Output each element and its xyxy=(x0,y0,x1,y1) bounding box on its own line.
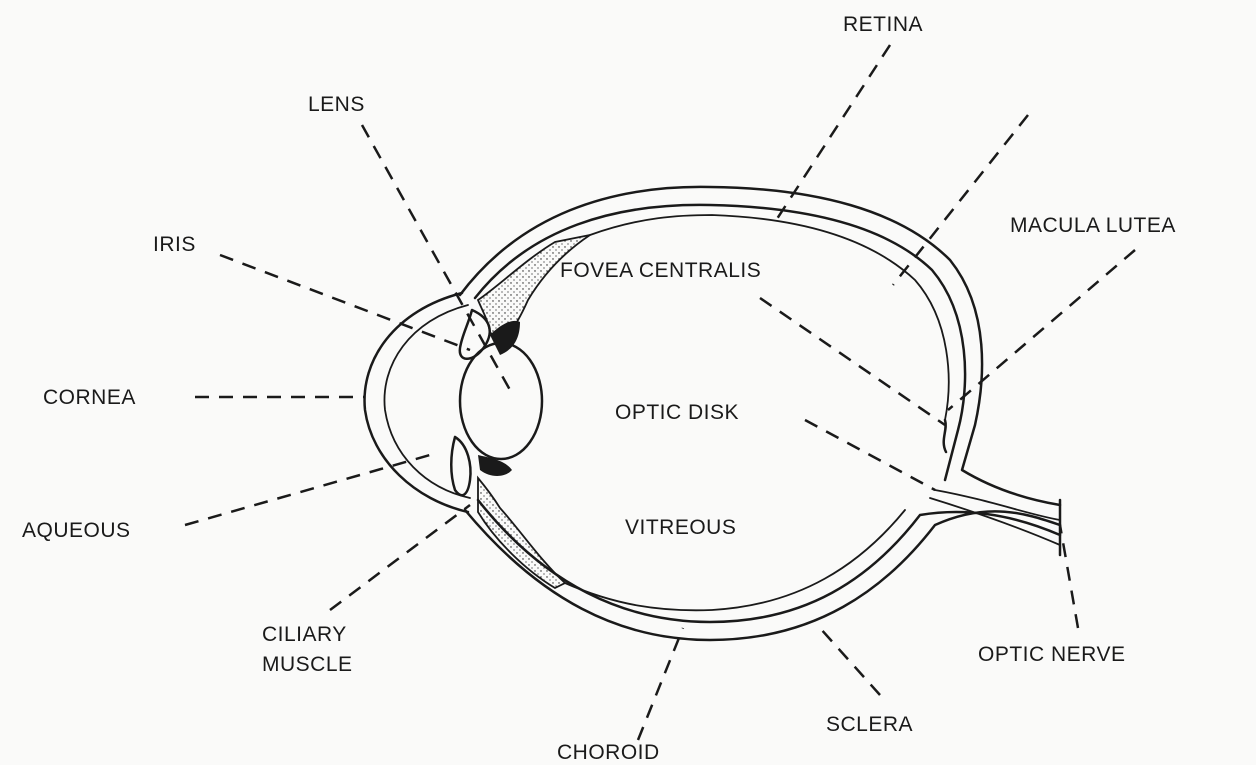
label-lens: LENS xyxy=(308,92,365,117)
leader-ciliary xyxy=(330,505,470,610)
leader-optic-nerve xyxy=(1060,525,1078,628)
leader-aqueous xyxy=(185,455,430,525)
label-sclera: SCLERA xyxy=(826,712,913,737)
leader-fovea xyxy=(760,298,945,425)
label-cornea: CORNEA xyxy=(43,385,136,410)
sclera-outer-top xyxy=(460,187,1060,505)
lens xyxy=(460,343,542,459)
label-choroid: CHOROID xyxy=(557,740,660,765)
label-aqueous: AQUEOUS xyxy=(22,518,131,543)
leader-sclera xyxy=(820,628,880,695)
retina-inner-top xyxy=(590,215,949,420)
choroid-outer xyxy=(478,500,1060,622)
label-optic-nerve: OPTIC NERVE xyxy=(978,642,1125,667)
leader-retina xyxy=(775,45,890,222)
leader-retina-2 xyxy=(893,115,1028,285)
label-fovea-centralis: FOVEA CENTRALIS xyxy=(560,258,761,283)
label-iris: IRIS xyxy=(153,232,196,257)
label-macula-lutea: MACULA LUTEA xyxy=(1010,213,1176,238)
ciliary-body-upper xyxy=(478,235,590,345)
label-vitreous: VITREOUS xyxy=(625,515,736,540)
label-ciliary-muscle-line1: CILIARY xyxy=(262,622,347,647)
iris-lower xyxy=(451,437,470,495)
leader-optic-disk xyxy=(805,420,935,490)
leader-choroid xyxy=(638,628,683,740)
label-retina: RETINA xyxy=(843,12,923,37)
ciliary-body-lower xyxy=(478,478,565,588)
label-optic-disk: OPTIC DISK xyxy=(615,400,739,425)
leader-lens xyxy=(362,125,510,390)
label-ciliary-muscle-line2: MUSCLE xyxy=(262,652,353,677)
leader-macula xyxy=(948,250,1135,410)
